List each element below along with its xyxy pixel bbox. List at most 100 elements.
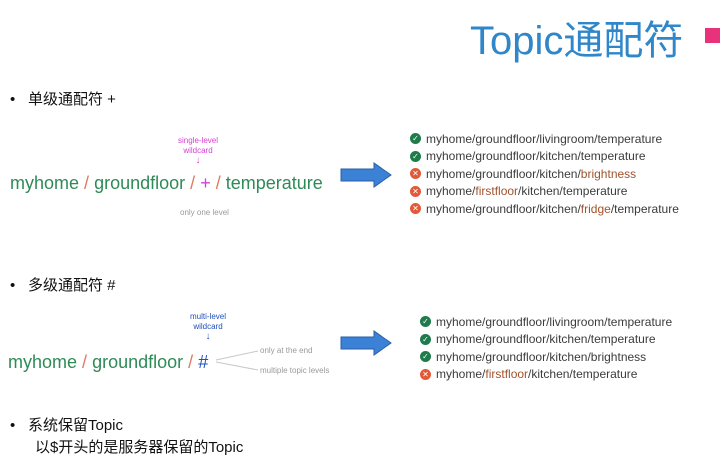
multi-note-levels: multiple topic levels [260,366,330,375]
multi-label-line1: multi-level [189,312,226,321]
topic-separator: / [569,367,573,382]
topic-level: temperature [590,332,656,347]
topic-level: myhome [426,149,473,164]
topic-level: firstfloor [475,184,519,199]
multi-level-wildcard-label: multi-level wildcard ↓ [180,312,236,342]
topic-level: kitchen [531,367,570,382]
topic-level: groundfloor [94,173,186,193]
topic-level: groundfloor [475,201,537,216]
topic-level: temperature [580,149,646,164]
topic-separator: / [577,149,581,164]
single-wildcard: + [200,173,211,193]
topic-separator: / [482,332,486,347]
topic-level: groundfloor [475,131,537,146]
topic-separator: / [587,349,591,364]
multi-results: ✓myhome / groundfloor / livingroom / tem… [420,313,672,383]
bullet-multi-label: 多级通配符 # [28,277,116,294]
topic-separator: / [559,184,563,199]
topic-separator: / [610,201,615,216]
result-row: ✓myhome / groundfloor / kitchen / temper… [420,331,672,349]
result-row: ✓myhome / groundfloor / livingroom / tem… [410,130,679,148]
topic-separator: / [528,367,532,382]
accent-square [705,28,720,43]
bullet-reserved-line1: 系统保留Topic [28,417,124,434]
right-arrow-icon [340,330,392,356]
topic-level: livingroom [539,131,595,146]
topic-separator: / [604,314,608,329]
topic-level: myhome [426,166,473,181]
topic-separator: / [472,149,476,164]
topic-level: groundfloor [475,149,537,164]
topic-level: kitchen [539,201,578,216]
check-circle-icon: ✓ [420,316,431,328]
topic-level: brightness [590,349,647,364]
topic-level: groundfloor [475,166,537,181]
multi-wildcard: # [198,352,209,372]
topic-level: groundfloor [485,349,547,364]
bullet-dot: • [10,91,16,108]
topic-level: myhome [10,173,80,193]
single-results: ✓ myhome / groundfloor / livingroom / tem… [410,130,679,218]
check-circle-icon: ✓ [410,150,421,162]
topic-level: temperature [614,201,679,216]
topic-separator: / [536,166,540,181]
topic-separator: / [482,349,486,364]
topic-level: temperature [607,314,673,329]
single-note: only one level [180,208,229,217]
result-row: ✓ myhome / groundfloor / kitchen / temper… [410,148,679,166]
topic-level: myhome [8,352,78,372]
topic-level: myhome [436,332,483,347]
topic-level: kitchen [539,149,578,164]
topic-separator: / [482,314,486,329]
topic-level: temperature [572,367,638,382]
topic-separator: / [215,173,221,193]
topic-separator: / [577,201,581,216]
topic-separator: / [536,149,540,164]
slide-title: Topic通配符 [470,19,684,63]
topic-separator: / [594,131,598,146]
topic-separator: / [472,131,476,146]
topic-separator: / [518,184,522,199]
single-label-line2: wildcard [183,146,213,155]
topic-separator: / [84,173,90,193]
topic-level: myhome [436,314,483,329]
topic-level: kitchen [521,184,560,199]
bullet-reserved: • 系统保留Topic [10,414,123,435]
note-connector-lines [215,350,259,371]
topic-level: firstfloor [485,367,529,382]
topic-separator: / [482,367,486,382]
topic-separator: / [587,332,591,347]
single-label-line1: single-level [177,136,219,145]
topic-level: myhome [436,349,483,364]
topic-level: kitchen [549,349,588,364]
check-circle-icon: ✓ [410,133,421,145]
multi-label-line2: wildcard [193,322,223,331]
result-row: ✕myhome / firstfloor / kitchen / tempera… [420,366,672,384]
check-circle-icon: ✓ [420,333,431,345]
topic-level: groundfloor [92,352,184,372]
bullet-multi-level: • 多级通配符 # [10,274,116,295]
x-circle-icon: ✕ [410,203,421,215]
topic-separator: / [82,352,88,372]
down-arrow-icon: ↓ [195,155,201,166]
bullet-single-level: • 单级通配符 + [10,88,116,109]
topic-level: groundfloor [485,314,547,329]
right-arrow-icon [340,162,392,188]
topic-separator: / [190,173,196,193]
result-row: ✕myhome / groundfloor / kitchen / fridge… [410,200,679,218]
topic-level: temperature [562,184,628,199]
result-row: ✓myhome / groundfloor / livingroom / tem… [420,313,672,331]
x-circle-icon: ✕ [410,168,421,180]
bullet-single-label: 单级通配符 + [28,91,116,108]
topic-level: kitchen [539,166,578,181]
topic-level: myhome [426,131,473,146]
bullet-dot: • [10,277,16,294]
topic-separator: / [472,166,476,181]
bullet-dot: • [10,417,16,434]
topic-level: fridge [580,201,611,216]
topic-separator: / [536,201,540,216]
topic-separator: / [546,349,550,364]
topic-level: myhome [426,184,473,199]
topic-separator: / [188,352,194,372]
result-row: ✓myhome / groundfloor / kitchen / bright… [420,348,672,366]
